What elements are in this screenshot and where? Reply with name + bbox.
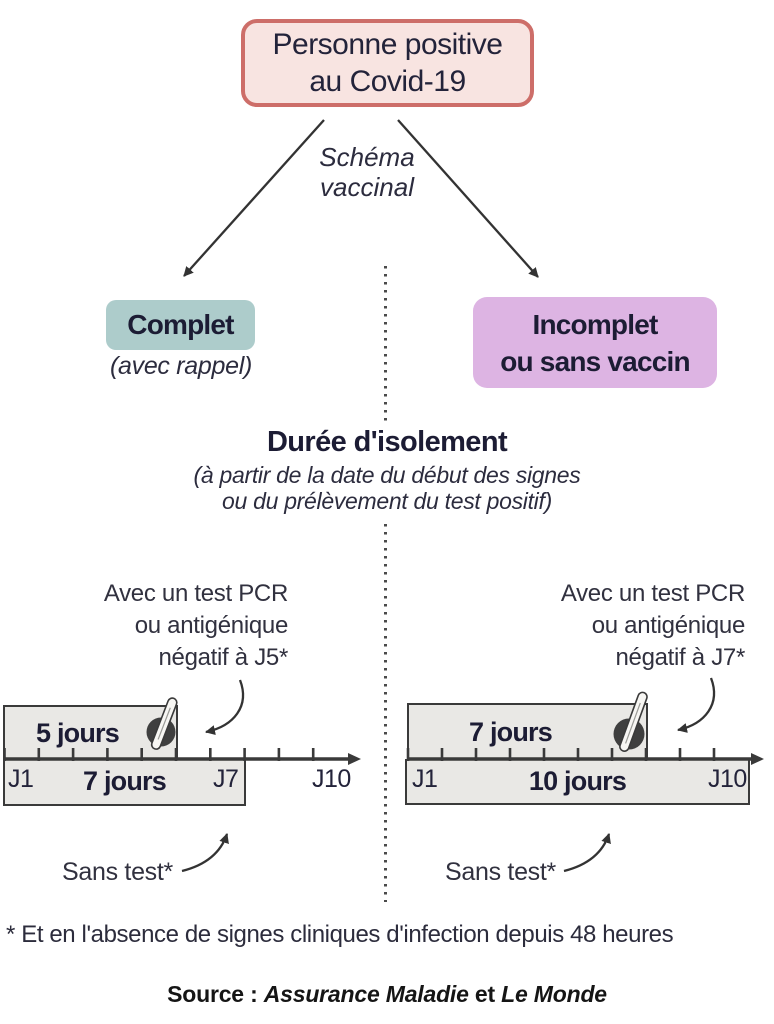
isolation-subtitle-line1: (à partir de la date du début des signes <box>193 462 581 488</box>
source-name-2: Le Monde <box>501 981 607 1007</box>
right-with-test-duration-box: 7 jours <box>407 703 648 759</box>
left-with-test-duration: 5 jours <box>36 717 120 748</box>
left-axis-label-j1: J1 <box>8 765 34 793</box>
positive-person-box: Personne positive au Covid-19 <box>241 19 534 107</box>
left-axis-label-j7: J7 <box>213 765 239 793</box>
left-test-note-line2: ou antigénique <box>134 612 289 639</box>
vaccination-scheme-line1: Schéma <box>319 142 415 172</box>
right-test-note-arrow <box>677 677 716 733</box>
left-with-test-duration-box: 5 jours <box>3 705 178 759</box>
isolation-title: Durée d'isolement <box>266 426 508 458</box>
source-line: Source : Assurance Maladie et Le Monde <box>0 981 774 1008</box>
incomplete-scheme-line1: Incomplet <box>532 308 658 340</box>
right-test-note-line2: ou antigénique <box>591 612 746 639</box>
positive-person-line1: Personne positive <box>272 28 503 61</box>
right-without-test-duration: 10 jours <box>528 765 627 796</box>
left-no-test-label: Sans test* <box>62 858 173 886</box>
footnote: * Et en l'absence de signes cliniques d'… <box>6 921 674 948</box>
isolation-subtitle: (à partir de la date du début des signes… <box>0 462 774 514</box>
dotted-divider-bottom <box>384 524 387 902</box>
positive-person-line2: au Covid-19 <box>309 65 466 98</box>
left-without-test-duration-box: 7 jours <box>3 759 246 806</box>
vaccination-scheme-line2: vaccinal <box>320 172 414 202</box>
source-conjunction: et <box>468 981 502 1007</box>
left-without-test-duration: 7 jours <box>83 766 167 796</box>
complete-scheme-note: (avec rappel) <box>110 352 252 380</box>
right-test-note: Avec un test PCR ou antigénique négatif … <box>517 578 745 674</box>
source-name-1: Assurance Maladie <box>263 981 469 1007</box>
left-test-note-line1: Avec un test PCR <box>103 580 288 607</box>
right-axis-label-j10: J10 <box>708 765 747 793</box>
left-test-note-arrow <box>205 679 245 735</box>
right-axis-label-j1: J1 <box>412 765 438 793</box>
complete-scheme-box: Complet <box>106 300 255 350</box>
left-axis-label-j10: J10 <box>312 765 351 793</box>
right-without-test-duration-box: 10 jours <box>405 759 750 805</box>
right-test-note-line3: négatif à J7* <box>615 644 745 671</box>
dotted-divider-top <box>384 266 387 424</box>
right-test-note-line1: Avec un test PCR <box>560 580 745 607</box>
complete-scheme-label: Complet <box>127 309 234 340</box>
incomplete-scheme-box: Incomplet ou sans vaccin <box>473 297 717 388</box>
source-prefix: Source : <box>167 981 264 1007</box>
left-no-test-arrow <box>181 833 229 873</box>
left-test-note: Avec un test PCR ou antigénique négatif … <box>60 578 288 674</box>
right-no-test-label: Sans test* <box>445 858 556 886</box>
incomplete-scheme-line2: ou sans vaccin <box>500 345 690 377</box>
right-with-test-duration: 7 jours <box>469 716 553 747</box>
right-no-test-arrow <box>563 833 611 873</box>
left-test-note-line3: négatif à J5* <box>158 644 288 671</box>
isolation-subtitle-line2: ou du prélèvement du test positif) <box>222 488 552 514</box>
vaccination-scheme-label: Schéma vaccinal <box>287 142 447 202</box>
